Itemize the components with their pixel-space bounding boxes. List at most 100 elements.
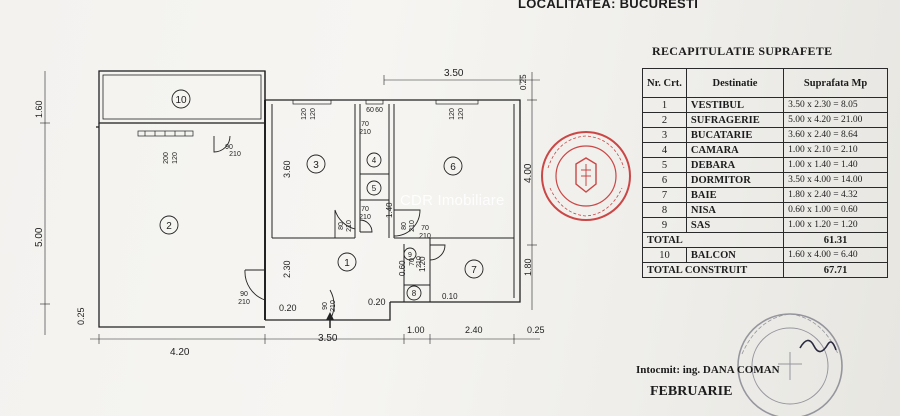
door-balcony-height: 210 [229, 151, 241, 158]
floor-plan-drawing: 10 2 3 4 5 6 1 7 8 9 3.50 0.25 1.60 5.00… [34, 68, 545, 358]
balcony-area: 1.60 x 4.00 = 6.40 [783, 247, 888, 263]
door-bath-width: 70 [421, 225, 429, 232]
row-dest: SUFRAGERIE [685, 112, 785, 128]
door-sas-width: 70 [409, 258, 416, 266]
door-bedroom-width: 80 [401, 222, 408, 230]
row-area: 3.60 x 2.40 = 8.64 [783, 127, 888, 143]
door-sas-height: 210 [416, 256, 423, 268]
dim-room3-height: 3.60 [282, 160, 292, 178]
dim-left-balcony: 1.60 [34, 100, 44, 118]
dim-left-main: 5.00 [34, 227, 45, 247]
room-8-label: 8 [412, 289, 417, 298]
door-kitchen-width: 80 [338, 222, 345, 230]
door-swings [213, 135, 446, 321]
balcony-dest: BALCON [685, 247, 785, 263]
room-5-label: 5 [372, 184, 377, 193]
window-balcony-width: 200 [163, 152, 170, 164]
red-official-stamp [541, 131, 631, 221]
dim-right-main: 4.00 [523, 163, 534, 183]
dim-hall-height: 2.30 [282, 260, 292, 278]
dimension-lines [40, 71, 540, 344]
window-balcony-height: 120 [172, 152, 179, 164]
row-nr: 4 [642, 142, 687, 158]
row-nr: 1 [642, 97, 687, 113]
room-9-label: 9 [408, 252, 412, 259]
row-nr: 9 [642, 217, 687, 233]
room-6-label: 6 [450, 162, 456, 173]
row-area: 3.50 x 2.30 = 8.05 [783, 97, 888, 113]
total-label: TOTAL [641, 232, 785, 248]
row-dest: VESTIBUL [685, 97, 785, 113]
room-3-label: 3 [313, 160, 319, 171]
door-entry-height: 210 [330, 300, 337, 312]
row-dest: NISA [685, 202, 785, 218]
dim-left-bottom: 0.25 [76, 307, 86, 325]
row-area: 1.00 x 2.10 = 2.10 [783, 142, 888, 158]
door-bedroom-height: 210 [409, 220, 416, 232]
row-nr: 6 [642, 172, 687, 188]
window-bedroom-width: 120 [449, 108, 456, 120]
row-area: 5.00 x 4.20 = 21.00 [783, 112, 888, 128]
window-pantry-height: 60 [375, 107, 383, 114]
balcony-nr: 10 [642, 247, 687, 263]
row-area: 0.60 x 1.00 = 0.60 [783, 202, 888, 218]
dim-right-small: 1.80 [523, 258, 533, 276]
window-kitchen-width: 120 [301, 108, 308, 120]
row-nr: 7 [642, 187, 687, 203]
door-pantry-height: 210 [359, 129, 371, 136]
recap-header-area: Suprafata Mp [783, 68, 888, 98]
dim-bottom-left: 4.20 [170, 347, 190, 358]
total-row: TOTAL 61.31 [641, 232, 888, 248]
dim-010: 0.10 [442, 292, 458, 301]
dim-020-b: 0.20 [368, 297, 386, 307]
window-bedroom-height: 120 [458, 108, 465, 120]
window-pantry-width: 60 [366, 107, 374, 114]
gray-official-stamp [737, 313, 843, 416]
row-dest: DORMITOR [685, 172, 785, 188]
row-nr: 8 [642, 202, 687, 218]
dim-120: 1.20 [418, 256, 427, 272]
total-built-label: TOTAL CONSTRUIT [641, 262, 785, 278]
door-closet-height: 210 [359, 214, 371, 221]
row-dest: SAS [685, 217, 785, 233]
door-kitchen-height: 210 [346, 220, 353, 232]
room-1-label: 1 [344, 258, 350, 269]
room-10-label: 10 [175, 95, 187, 106]
total-built-value: 67.71 [783, 262, 888, 278]
room-circles [159, 89, 484, 301]
balcony-row: 10 BALCON 1.60 x 4.00 = 6.40 [642, 247, 888, 263]
row-nr: 5 [642, 157, 687, 173]
row-nr: 2 [642, 112, 687, 128]
row-area: 1.80 x 2.40 = 4.32 [783, 187, 888, 203]
outer-wall-top-right [264, 71, 521, 303]
recap-title: RECAPITULATIE SUPRAFETE [652, 44, 833, 58]
row-dest: CAMARA [685, 142, 785, 158]
watermark-text: CDR Imobiliare [400, 192, 505, 209]
row-dest: DEBARA [685, 157, 785, 173]
dim-060: 0.60 [398, 260, 407, 276]
room-2-label: 2 [166, 221, 172, 232]
dim-top-right: 0.25 [519, 74, 528, 90]
total-built-row: TOTAL CONSTRUIT 67.71 [641, 262, 888, 278]
row-area: 1.00 x 1.40 = 1.40 [783, 157, 888, 173]
door-living-height: 210 [238, 299, 250, 306]
door-balcony-width: 90 [225, 144, 233, 151]
door-pantry-width: 70 [361, 121, 369, 128]
signature-mark [799, 339, 837, 353]
row-dest: BUCATARIE [685, 127, 785, 143]
door-entry-width: 90 [322, 302, 329, 310]
windows [137, 99, 479, 137]
dim-top: 3.50 [444, 68, 464, 79]
dim-bottom-3: 0.25 [527, 325, 545, 335]
row-nr: 3 [642, 127, 687, 143]
document-date: FEBRUARIE [650, 384, 733, 399]
room-7-label: 7 [471, 265, 477, 276]
dim-140: 1.40 [385, 202, 394, 218]
